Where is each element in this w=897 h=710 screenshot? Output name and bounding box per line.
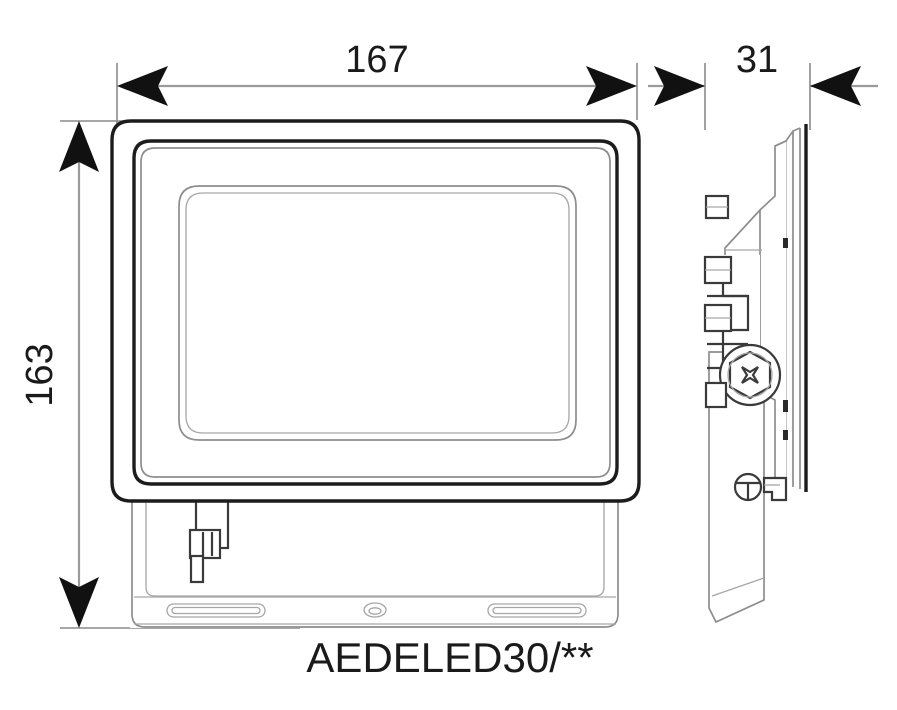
dimension-label-depth: 31 [736,39,778,81]
front-view [110,119,641,628]
housing-top-step [774,127,801,147]
arrow-right-167 [586,66,637,106]
screw-side-tab-body [704,381,728,409]
mounting-hole-center [363,602,387,618]
part-number-label: AEDELED30/** [306,634,593,681]
hex-phillips-screw [704,343,782,409]
slotted-screw [733,472,763,502]
arrow-left-167 [117,66,168,106]
side-glass-lens-edge [785,124,808,492]
screw-hex-head [728,350,772,400]
inner-frame-bevel [140,147,611,478]
screw-outer-circle [718,343,782,407]
screw-cross-slot [741,366,759,384]
dimension-label-height: 163 [19,343,61,406]
mounting-slot-right [487,603,587,618]
side-view [703,124,808,624]
frame-mark-1 [783,400,788,412]
gland-collar [188,528,222,560]
inner-frame-outline [132,139,619,486]
fin-tab-2 [703,303,733,333]
mounting-slot-left [166,603,266,618]
bracket-outline [131,496,619,628]
fin-tab-upper [704,194,730,220]
frame-mark-3 [783,238,788,248]
gland-cable-stub [189,554,205,584]
glass-lens-panel [178,185,577,441]
screw-inner-circle [727,352,773,398]
bracket-inner-recess [145,499,605,597]
lens-inner-edge [185,192,570,434]
housing-slope [724,209,761,260]
frame-mark-2 [783,430,788,440]
dimension-depth-31: 31 [648,39,878,130]
lower-clamp-outline [762,476,788,502]
arrow-bottom-163 [59,577,99,628]
fin-tab-1 [703,255,733,285]
bracket-arm-fold-line [711,577,765,597]
arrow-top-163 [59,121,99,172]
housing-outline [110,119,641,503]
arrow-right-31 [810,66,861,106]
side-lower-clamp [762,476,788,502]
inner-frame [132,139,619,486]
mounting-bracket [130,496,620,628]
screw-side-tab [704,381,728,409]
cable-gland [188,498,230,584]
outer-housing [110,119,641,503]
arrow-left-31 [654,66,705,106]
dimension-width-167: 167 [116,39,638,128]
dimension-label-width: 167 [345,39,408,81]
lens-outline [178,185,577,441]
